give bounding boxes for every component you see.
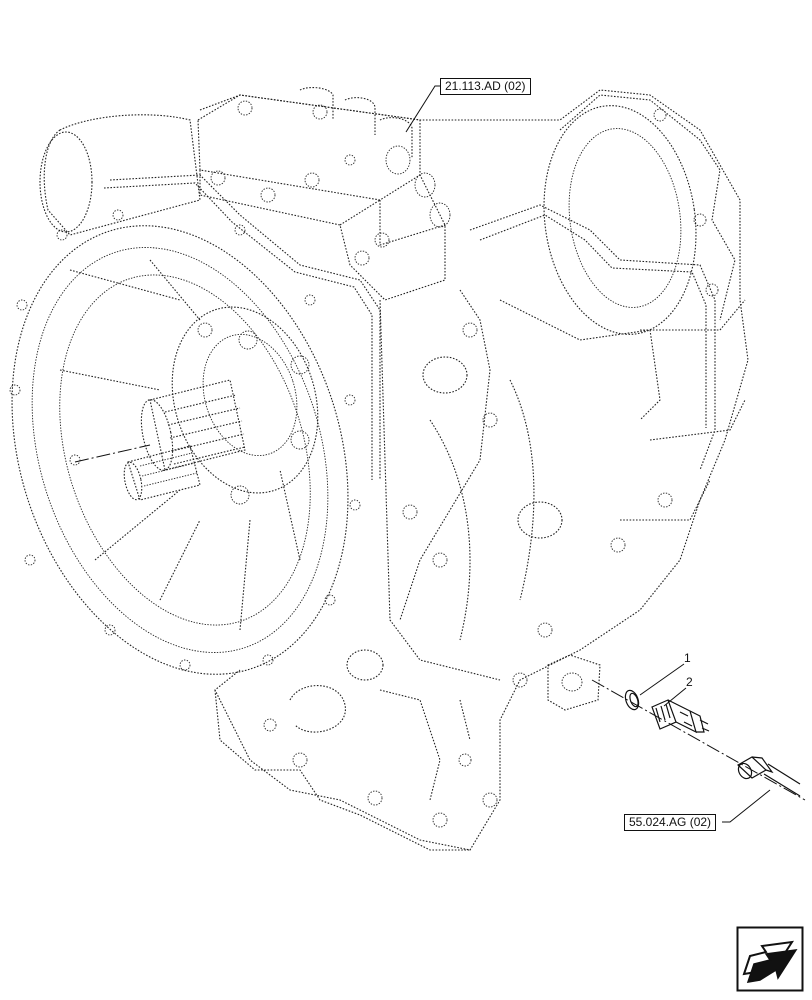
sensor [651, 699, 710, 734]
callout-item-2: 2 [686, 675, 693, 689]
splined-output-shaft [74, 379, 246, 501]
transmission-housing [9, 86, 749, 851]
connector-plug [736, 756, 801, 797]
reference-label-top[interactable]: 21.113.AD (02) [440, 78, 531, 95]
sealing-ring [624, 689, 640, 711]
next-page-arrow-icon[interactable] [736, 926, 804, 992]
reference-label-bottom[interactable]: 55.024.AG (02) [624, 814, 717, 831]
leader-lines [405, 85, 771, 823]
sensor-assembly [591, 679, 806, 801]
control-valve-block [197, 86, 451, 301]
callout-item-1: 1 [684, 651, 691, 665]
